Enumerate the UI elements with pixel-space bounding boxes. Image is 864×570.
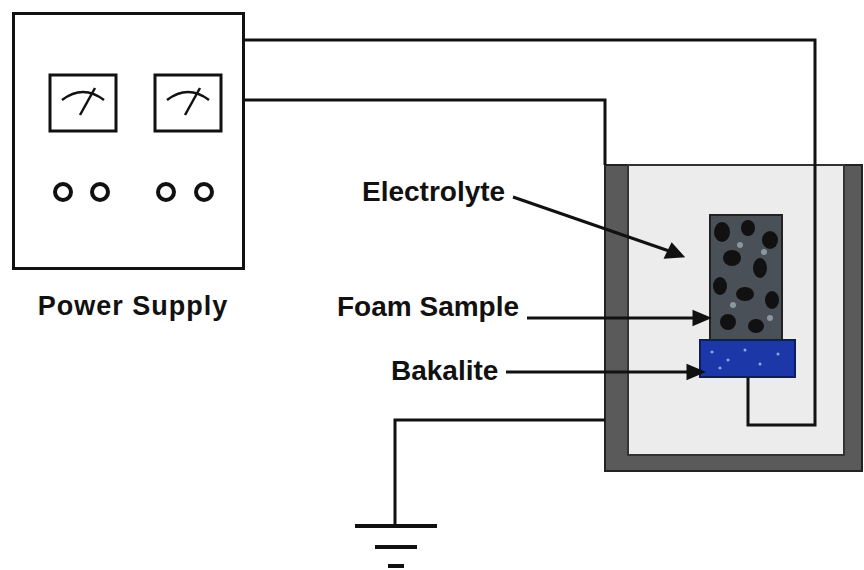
part-label: Foam Sample [337,291,519,323]
foam-sample [710,215,782,341]
leader-lines [506,197,708,378]
part-label: Electrolyte [362,176,505,208]
wires [245,40,815,525]
part-label: Bakalite [391,355,498,387]
bakalite-holder [700,340,795,377]
terminals [55,184,212,200]
meter-needles [62,88,209,115]
meters [50,75,221,131]
ground-symbol [355,526,437,566]
power-supply-box: Power Supply [12,12,245,270]
node-heading: Power Supply [38,291,229,322]
